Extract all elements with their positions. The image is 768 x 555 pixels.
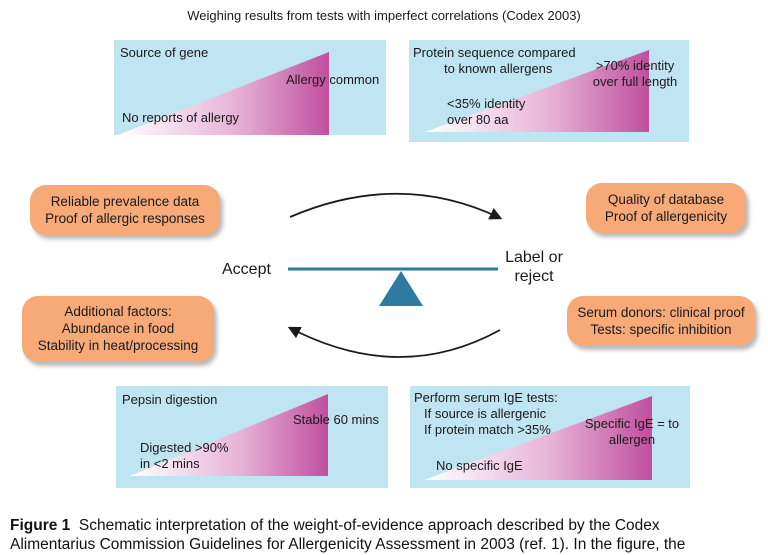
source-of-gene-high: Allergy common: [286, 72, 380, 87]
factor-left-bottom-line3: Stability in heat/processing: [37, 338, 199, 353]
source-of-gene-wedge: [118, 52, 329, 135]
pepsin-low-line2: in <2 mins: [140, 456, 200, 471]
reject-label-line2: reject: [514, 268, 554, 285]
protein-sequence-low-line2: over 80 aa: [447, 112, 509, 127]
figure-caption-label: Figure 1: [10, 517, 71, 534]
source-of-gene-low: No reports of allergy: [122, 110, 240, 125]
pepsin-low-line1: Digested >90%: [140, 440, 229, 455]
protein-sequence-wedge: [425, 50, 649, 132]
accept-label: Accept: [222, 261, 271, 278]
figure-caption: Figure 1 Schematic interpretation of the…: [10, 516, 762, 554]
serum-ige-high: Specific IgE = to allergen: [574, 416, 690, 448]
arrow-toward-reject: [289, 192, 503, 220]
serum-ige-heading: Perform serum IgE tests:: [414, 390, 558, 405]
pepsin-high: Stable 60 mins: [293, 412, 379, 427]
serum-ige-high-line2: allergen: [608, 432, 656, 447]
factor-right-bottom-line1: Serum donors: clinical proof: [577, 305, 745, 320]
panel-source-of-gene: Source of gene Allergy common No reports…: [114, 40, 386, 135]
factor-left-top-line1: Reliable prevalence data: [50, 194, 200, 209]
pepsin-wedge: [130, 394, 328, 476]
panel-pepsin-digestion: Pepsin digestion Stable 60 mins Digested…: [116, 386, 388, 488]
protein-sequence-low: <35% identity over 80 aa: [447, 96, 525, 128]
serum-ige-line3: If protein match >35%: [424, 422, 551, 437]
figure-caption-line1: Schematic interpretation of the weight-o…: [78, 517, 660, 534]
serum-ige-line2: If source is allergenic: [424, 406, 547, 421]
factor-right-bottom-line2: Tests: specific inhibition: [590, 322, 732, 337]
factor-right-top: Quality of database Proof of allergenici…: [586, 183, 746, 233]
factor-right-top-line2: Proof of allergenicity: [604, 209, 728, 224]
reject-label: Label or reject: [494, 248, 574, 286]
factor-left-top-line2: Proof of allergic responses: [45, 211, 205, 226]
balance-fulcrum: [379, 271, 423, 306]
protein-sequence-high-line1: >70% identity: [595, 58, 675, 73]
factor-left-bottom: Additional factors: Abundance in food St…: [22, 296, 214, 362]
factor-left-bottom-line1: Additional factors:: [64, 304, 172, 319]
protein-sequence-low-line1: <35% identity: [447, 96, 526, 111]
panel-protein-sequence: Protein sequence compared to known aller…: [409, 40, 689, 142]
protein-sequence-high: >70% identity over full length: [585, 58, 685, 90]
protein-sequence-heading-line1: Protein sequence compared: [413, 45, 576, 60]
diagram-title: Weighing results from tests with imperfe…: [187, 8, 581, 23]
protein-sequence-high-line2: over full length: [592, 74, 678, 89]
figure-caption-line2: Alimentarius Commission Guidelines for A…: [10, 536, 686, 553]
pepsin-heading: Pepsin digestion: [122, 392, 218, 407]
factor-left-top: Reliable prevalence data Proof of allerg…: [30, 185, 220, 235]
source-of-gene-heading: Source of gene: [120, 45, 209, 60]
pepsin-low: Digested >90% in <2 mins: [140, 440, 229, 472]
serum-ige-wedge: [424, 396, 652, 480]
panel-serum-ige: Perform serum IgE tests: If source is al…: [410, 386, 690, 488]
factor-right-top-line1: Quality of database: [607, 192, 725, 207]
protein-sequence-heading-line2: to known allergens: [444, 61, 553, 76]
serum-ige-high-line1: Specific IgE = to: [584, 416, 680, 431]
factor-left-bottom-line2: Abundance in food: [61, 321, 175, 336]
arrow-toward-accept: [287, 326, 501, 358]
factor-right-bottom: Serum donors: clinical proof Tests: spec…: [567, 296, 755, 346]
serum-ige-low: No specific IgE: [436, 458, 523, 473]
reject-label-line1: Label or: [505, 249, 563, 266]
